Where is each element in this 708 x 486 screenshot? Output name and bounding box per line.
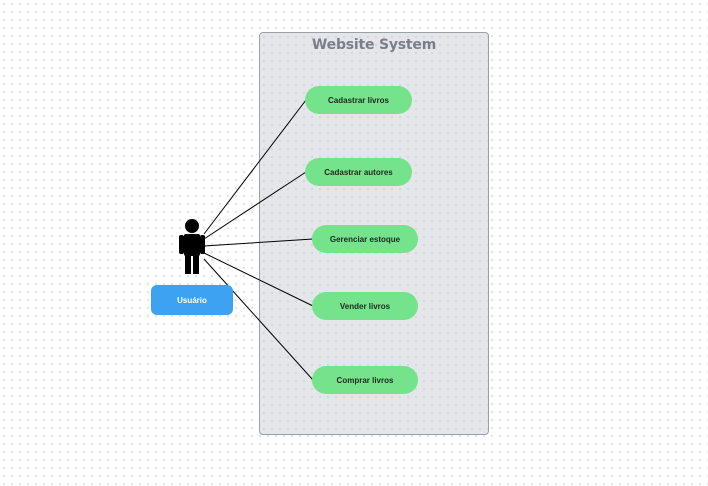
actor-label[interactable]: Usuário [151, 285, 233, 315]
use-case-comprar-livros[interactable]: Comprar livros [312, 366, 418, 394]
use-case-vender-livros[interactable]: Vender livros [312, 292, 418, 320]
use-case-gerenciar-estoque[interactable]: Gerenciar estoque [312, 225, 418, 253]
person-icon[interactable] [176, 218, 208, 276]
use-case-cadastrar-autores[interactable]: Cadastrar autores [305, 158, 412, 186]
system-title: Website System [311, 37, 437, 53]
use-case-cadastrar-livros[interactable]: Cadastrar livros [305, 86, 412, 114]
